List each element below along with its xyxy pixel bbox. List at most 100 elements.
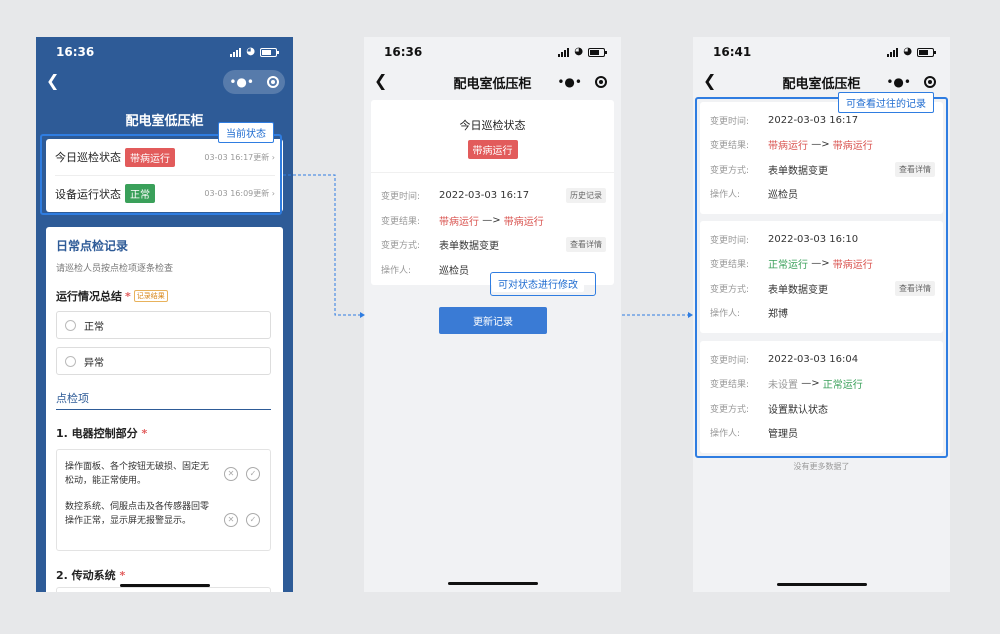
operator-row: 操作人:管理员 — [710, 428, 798, 440]
status-badge: 带病运行 — [467, 140, 518, 159]
status-icons: ◕ — [230, 46, 279, 57]
close-target-icon[interactable] — [594, 76, 607, 88]
battery-icon — [917, 47, 936, 57]
status-label: 设备运行状态 — [55, 187, 121, 201]
change-time-row: 变更时间:2022-03-03 16:10 — [710, 233, 859, 246]
history-callout: 可查看过往的记录 — [838, 92, 934, 113]
option-abnormal[interactable]: 异常 — [56, 347, 271, 375]
fail-icon[interactable]: ✕ — [224, 513, 238, 527]
operator-row: 操作人: 巡检员 — [381, 265, 469, 277]
view-details-button[interactable]: 查看详情 — [895, 161, 935, 177]
back-icon[interactable]: ❮ — [703, 71, 717, 90]
update-record-button[interactable]: 更新记录 — [439, 307, 547, 334]
phone-status-detail: 16:36 ◕ ❮ 配电室低压柜 •●• 今日巡检状态 带病运行 变更时间: 2… — [364, 37, 621, 592]
card-title: 日常点检记录 — [56, 239, 129, 253]
status-update-time: 03-03 16:17更新 › — [204, 152, 275, 162]
back-icon[interactable]: ❮ — [374, 71, 388, 90]
more-icon[interactable]: •●• — [229, 75, 254, 89]
history-record: 变更时间:2022-03-03 16:04 变更结果:未设置 —> 正常运行 变… — [700, 341, 943, 453]
mini-program-capsule[interactable]: •●• — [551, 70, 613, 94]
view-details-button[interactable]: 查看详情 — [566, 236, 606, 252]
option-normal[interactable]: 正常 — [56, 311, 271, 339]
history-highlight — [695, 97, 948, 458]
operator-row: 操作人:巡检员 — [710, 189, 798, 201]
mini-program-capsule[interactable]: •●• — [880, 70, 942, 94]
history-record: 变更时间:2022-03-03 16:17 变更结果:带病运行 —> 带病运行 … — [700, 102, 943, 214]
status-row-equipment[interactable]: 设备运行状态 正常 03-03 16:09更新 › — [55, 175, 275, 211]
more-icon[interactable]: •●• — [557, 75, 582, 89]
change-result-row: 变更结果:正常运行 —> 带病运行 — [710, 257, 873, 271]
signal-icon — [558, 47, 570, 57]
more-icon[interactable]: •●• — [886, 75, 911, 89]
signal-icon — [230, 47, 242, 57]
change-time-row: 变更时间:2022-03-03 16:17 — [710, 114, 859, 127]
section-title: 点检项 — [56, 392, 89, 405]
view-details-button[interactable]: 查看详情 — [895, 280, 935, 296]
status-bar: 16:41 ◕ — [693, 37, 950, 65]
change-method-row: 变更方式: 表单数据变更 查看详情 — [381, 236, 606, 252]
check-items: 操作面板、各个按钮无破损、固定无松动，能正常使用。 ✕ ✓ 数控系统、伺服点击及… — [56, 449, 271, 551]
daily-check-card: 日常点检记录 请巡检人员按点检项逐条检查 运行情况总结 * 记录结果 正常 异常… — [46, 227, 283, 592]
home-indicator — [119, 584, 210, 587]
radio-icon[interactable] — [65, 319, 76, 331]
status-bar: 16:36 ◕ — [364, 37, 621, 65]
nav-title: 配电室低压柜 — [453, 77, 532, 92]
nav-bar: ❮ 配电室低压柜 •●• — [693, 67, 950, 97]
change-result-row: 变更结果:未设置 —> 正常运行 — [710, 377, 863, 391]
signal-icon — [887, 47, 899, 57]
card-title: 今日巡检状态 — [459, 119, 526, 132]
status-row-inspection[interactable]: 今日巡检状态 带病运行 03-03 16:17更新 › — [55, 139, 275, 175]
section-divider — [56, 409, 271, 410]
pass-icon[interactable]: ✓ — [246, 467, 260, 481]
status-card: 今日巡检状态 带病运行 03-03 16:17更新 › 设备运行状态 正常 03… — [46, 139, 283, 212]
close-target-icon[interactable] — [923, 76, 936, 88]
pass-icon[interactable]: ✓ — [246, 513, 260, 527]
no-more-data: 没有更多数据了 — [793, 462, 850, 471]
history-button[interactable]: 历史记录 — [566, 187, 606, 203]
wifi-icon: ◕ — [903, 46, 912, 57]
change-method-row: 变更方式:表单数据变更 查看详情 — [710, 280, 935, 296]
status-label: 今日巡检状态 — [55, 151, 121, 164]
wifi-icon: ◕ — [246, 46, 255, 57]
divider — [371, 172, 614, 173]
check-items-next — [56, 587, 271, 592]
inspection-status-card: 今日巡检状态 带病运行 变更时间: 2022-03-03 16:17 历史记录 … — [371, 100, 614, 285]
close-target-icon[interactable] — [266, 76, 279, 88]
group-title: 1. 电器控制部分 * — [56, 427, 148, 440]
mini-program-capsule[interactable]: •●• — [223, 70, 285, 94]
question-label: 运行情况总结 * 记录结果 — [56, 288, 168, 304]
status-badge: 正常 — [125, 184, 155, 203]
status-time: 16:36 — [384, 45, 423, 59]
battery-icon — [588, 47, 607, 57]
nav-title: 配电室低压柜 — [782, 77, 861, 92]
change-method-row: 变更方式:表单数据变更 查看详情 — [710, 161, 935, 177]
phone-history: 16:41 ◕ ❮ 配电室低压柜 •●• 变更时间:2022-03-03 16:… — [693, 37, 950, 592]
status-update-time: 03-03 16:09更新 › — [204, 189, 275, 198]
phone-current-status: 16:36 ◕ ❮ •●• 配电室低压柜 今日巡检状态 带病运行 03-03 1… — [36, 37, 293, 592]
battery-icon — [260, 47, 279, 57]
edit-status-callout: 可对状态进行修改 — [492, 275, 584, 292]
status-icons: ◕ — [558, 47, 607, 57]
radio-icon[interactable] — [65, 355, 76, 367]
check-item-actions: ✕ ✓ — [224, 467, 260, 481]
required-mark: * — [125, 289, 131, 303]
change-method-row: 变更方式:设置默认状态 — [710, 404, 828, 416]
change-result-row: 变更结果:带病运行 —> 带病运行 — [710, 138, 873, 152]
check-item-actions: ✕ ✓ — [224, 513, 260, 527]
check-item: 操作面板、各个按钮无破损、固定无松动，能正常使用。 — [65, 462, 210, 486]
home-indicator — [776, 583, 867, 586]
edit-status-highlight — [490, 272, 596, 296]
status-time: 16:41 — [713, 45, 752, 59]
status-time: 16:36 — [56, 45, 95, 59]
fail-icon[interactable]: ✕ — [224, 467, 238, 481]
history-record: 变更时间:2022-03-03 16:10 变更结果:正常运行 —> 带病运行 … — [700, 221, 943, 333]
current-status-highlight — [40, 134, 282, 215]
back-icon[interactable]: ❮ — [46, 71, 60, 90]
change-time-row: 变更时间: 2022-03-03 16:17 历史记录 — [381, 187, 606, 203]
status-badge: 带病运行 — [125, 147, 175, 167]
status-bar: 16:36 ◕ — [36, 37, 293, 65]
page-title: 配电室低压柜 — [125, 114, 204, 129]
operator-row: 操作人:郑博 — [710, 308, 788, 320]
connector-1 — [283, 174, 360, 316]
home-indicator — [447, 582, 538, 585]
